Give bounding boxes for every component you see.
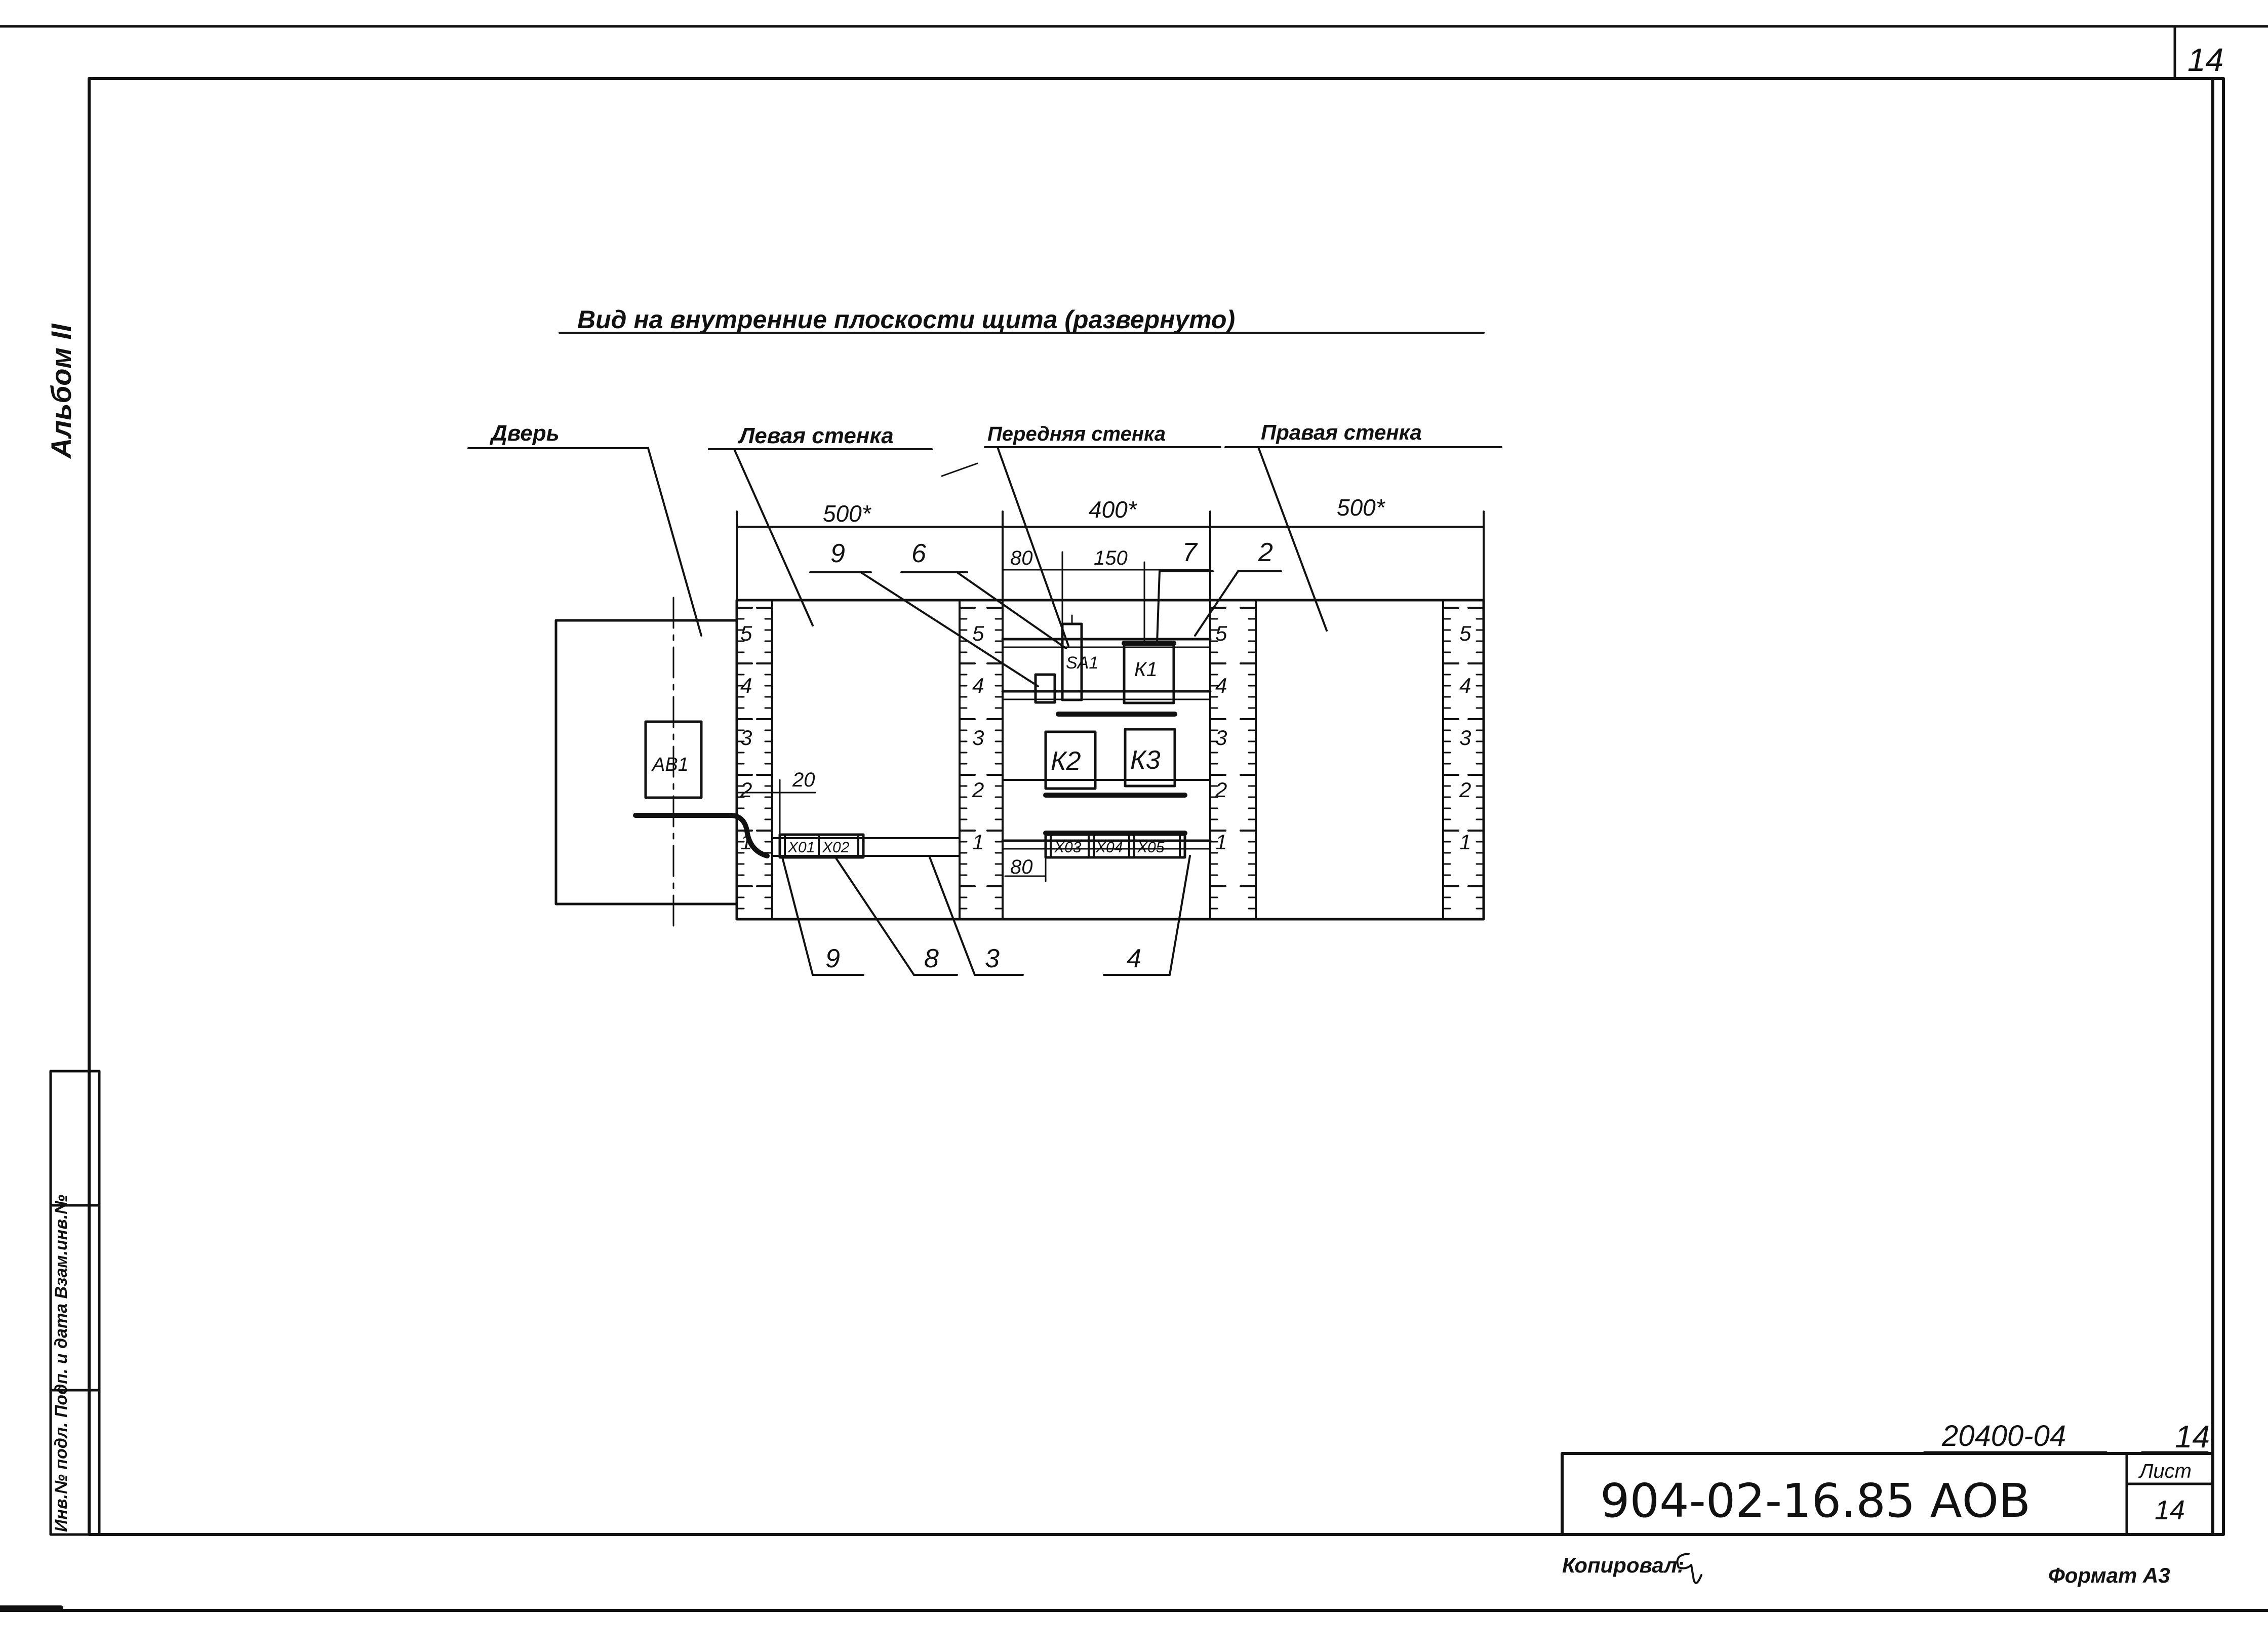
sheet-top-number: 14	[2175, 1420, 2210, 1455]
svg-text:3: 3	[1459, 726, 1471, 750]
rail-numbers-left: 5 4 3 2 1	[740, 621, 752, 854]
drawing-title: Вид на внутренние плоскости щита (развер…	[577, 305, 1235, 334]
inventory-number: 20400-04	[1941, 1420, 2066, 1452]
left-wall-devices	[736, 779, 961, 859]
sheet-label: Лист	[2138, 1460, 2192, 1482]
front-terminal-block	[1044, 833, 1186, 859]
dim-right-width: 500*	[1337, 494, 1386, 521]
front-wall-devices	[1001, 614, 1212, 882]
svg-text:1: 1	[1459, 830, 1471, 854]
drawing-designation: 904-02-16.85 АОВ	[1600, 1474, 2031, 1528]
door-label: Дверь	[489, 421, 560, 446]
terminal-x04: Х04	[1095, 839, 1123, 856]
dim-20: 20	[792, 769, 815, 791]
terminal-x03: Х03	[1054, 839, 1082, 856]
svg-text:2: 2	[740, 778, 752, 802]
right-wall-label: Правая стенка	[1261, 420, 1422, 444]
dim-80-top: 80	[1010, 547, 1033, 569]
door-device-box	[644, 720, 703, 799]
svg-text:4: 4	[1459, 674, 1471, 697]
door-device-label: АВ1	[651, 754, 689, 775]
dim-150: 150	[1094, 547, 1128, 569]
svg-text:5: 5	[972, 621, 984, 645]
front-wall-label: Передняя стенка	[987, 423, 1166, 445]
svg-text:5: 5	[1459, 621, 1471, 645]
album-label: Альбом II	[45, 323, 77, 459]
left-wall-label: Левая стенка	[738, 423, 894, 448]
svg-text:4: 4	[740, 674, 752, 697]
sheet-number: 14	[2155, 1495, 2185, 1525]
rail-ticks	[736, 607, 1485, 910]
section-labels: Дверь Левая стенка Передняя стенка Права…	[467, 420, 1502, 647]
rail-strips	[735, 599, 1485, 921]
svg-text:2: 2	[1459, 778, 1471, 802]
k1-label: К1	[1134, 658, 1158, 681]
callouts-bottom	[781, 855, 1191, 976]
terminal-x02: Х02	[822, 839, 850, 856]
left-terminal-block	[778, 833, 865, 859]
terminal-x01: Х01	[787, 839, 815, 856]
k3-label: К3	[1130, 745, 1161, 775]
svg-text:4: 4	[1215, 674, 1227, 697]
copied-by-signature	[1676, 1553, 1702, 1584]
rail-numbers-left-inner: 5 4 3 2 1	[972, 621, 984, 854]
callouts-top	[809, 570, 1282, 687]
corner-sheet-number: 14	[2187, 42, 2223, 78]
sheet-frame	[0, 25, 2268, 1612]
side-stamp-text: Инв.№ подл. Подп. и дата Взам.инв.№	[52, 1195, 71, 1532]
callout-9-top: 9	[830, 539, 845, 568]
svg-text:3: 3	[972, 726, 984, 750]
sa1-label: SA1	[1066, 653, 1098, 673]
k3-box	[1124, 728, 1176, 788]
callout-8: 8	[924, 944, 939, 973]
svg-text:5: 5	[740, 621, 752, 645]
callout-4: 4	[1127, 944, 1141, 973]
callout-9-bottom: 9	[825, 944, 840, 973]
dim-left-width: 500*	[823, 500, 872, 527]
k2-box	[1044, 730, 1097, 790]
callout-2: 2	[1258, 538, 1273, 567]
svg-text:3: 3	[1215, 726, 1227, 750]
svg-text:1: 1	[972, 830, 984, 854]
k2-label: К2	[1051, 746, 1081, 776]
dim-front-width: 400*	[1089, 496, 1138, 523]
callout-6: 6	[911, 539, 926, 568]
dim-80-bottom: 80	[1010, 856, 1033, 878]
svg-text:3: 3	[740, 726, 752, 750]
callout-3: 3	[985, 944, 1000, 973]
callout-7: 7	[1182, 538, 1198, 567]
svg-text:4: 4	[972, 674, 984, 697]
rail-numbers-right: 5 4 3 2 1	[1459, 621, 1471, 854]
title-block	[1561, 1451, 2214, 1536]
terminal-x05: Х05	[1137, 839, 1165, 856]
side-stamp-block	[49, 1070, 101, 1536]
svg-text:2: 2	[972, 778, 984, 802]
front-top-dimensions	[1002, 551, 1211, 644]
copied-by: Копировал:	[1562, 1553, 1684, 1577]
svg-text:1: 1	[740, 830, 752, 854]
overall-dimensions	[736, 510, 1485, 601]
rail-numbers-right-outer: 5 4 3 2 1	[1215, 621, 1227, 854]
small-device-box	[1034, 673, 1056, 704]
svg-text:1: 1	[1215, 830, 1227, 854]
format-label: Формат А3	[2048, 1563, 2170, 1587]
svg-text:2: 2	[1215, 778, 1227, 802]
svg-text:5: 5	[1215, 621, 1227, 645]
